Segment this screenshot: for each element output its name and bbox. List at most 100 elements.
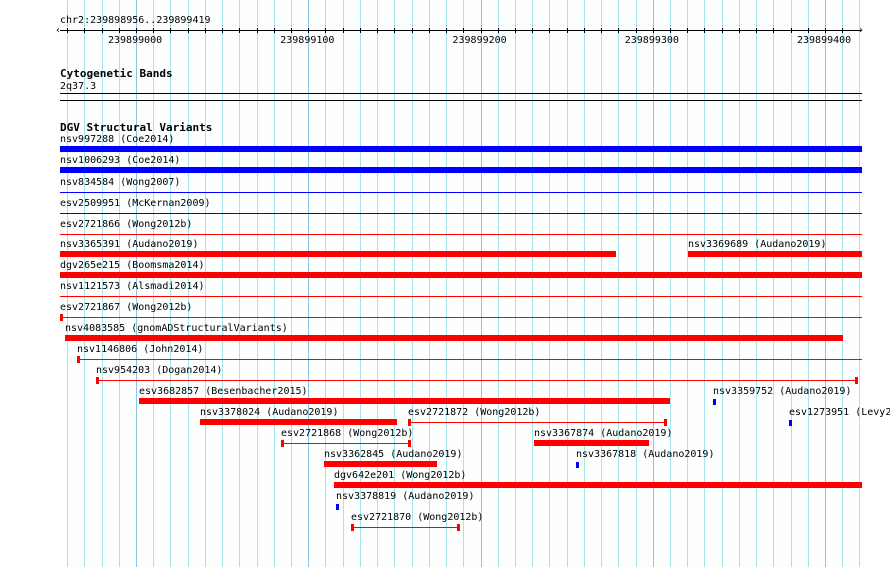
gridline (652, 0, 654, 567)
feature-bar[interactable] (139, 398, 670, 404)
feature-bar[interactable] (336, 504, 339, 510)
ruler-tick (825, 28, 826, 33)
ruler-tick (308, 28, 309, 33)
gridline (635, 0, 637, 567)
ruler-tick (84, 28, 85, 33)
ruler-tick (412, 28, 413, 33)
feature-label: esv1273951 (Levy2 (789, 407, 890, 418)
feature-bar[interactable] (60, 146, 862, 152)
gridline (170, 0, 172, 567)
gridline (411, 0, 413, 567)
gridline (394, 0, 396, 567)
feature-label: nsv3359752 (Audano2019) (713, 386, 852, 397)
gridline (687, 0, 689, 567)
feature-bar[interactable] (60, 234, 862, 235)
cytoband-line-bottom (60, 100, 862, 101)
feature-bar[interactable] (60, 192, 862, 193)
ruler-tick (170, 28, 171, 33)
feature-bar[interactable] (60, 251, 616, 257)
ruler-tick (377, 28, 378, 33)
feature-bar[interactable] (60, 272, 862, 278)
ruler-tick (584, 28, 585, 33)
feature-label: nsv954203 (Dogan2014) (96, 365, 223, 376)
ruler-tick (222, 28, 223, 33)
feature-bar[interactable] (60, 296, 862, 297)
ruler-tick (532, 28, 533, 33)
ruler-tick (515, 28, 516, 33)
gridline (618, 0, 620, 567)
feature-bar[interactable] (65, 335, 843, 341)
gridline (566, 0, 568, 567)
gridline (67, 0, 69, 567)
ruler-tick (567, 28, 568, 33)
gridline (549, 0, 551, 567)
feature-bar[interactable] (324, 461, 437, 467)
ruler-tick (446, 28, 447, 33)
feature-bar[interactable] (96, 380, 858, 381)
feature-bar[interactable] (534, 440, 649, 446)
cytoband-label: 2q37.3 (60, 81, 97, 92)
feature-label: nsv3378024 (Audano2019) (200, 407, 339, 418)
ruler-tick (618, 28, 619, 33)
ruler-tick (549, 28, 550, 33)
feature-bar[interactable] (60, 317, 862, 318)
gridline (153, 0, 155, 567)
ruler-tick (842, 28, 843, 33)
feature-label: esv2721870 (Wong2012b) (351, 512, 484, 523)
ruler-tick (394, 28, 395, 33)
gridline (187, 0, 189, 567)
feature-bar[interactable] (789, 420, 792, 426)
feature-label: nsv3378819 (Audano2019) (336, 491, 475, 502)
feature-label: nsv1121573 (Alsmadi2014) (60, 281, 205, 292)
gridline (256, 0, 258, 567)
ruler-tick (205, 28, 206, 33)
gridline (790, 0, 792, 567)
feature-bar[interactable] (200, 419, 397, 425)
feature-bar[interactable] (408, 422, 667, 423)
feature-bar[interactable] (351, 527, 460, 528)
feature-endcap (96, 377, 99, 384)
ruler-tick (274, 28, 275, 33)
gridline (738, 0, 740, 567)
feature-label: esv2721866 (Wong2012b) (60, 219, 193, 230)
ruler-tick (67, 28, 68, 33)
gridline (463, 0, 465, 567)
feature-bar[interactable] (576, 462, 579, 468)
feature-bar[interactable] (688, 251, 862, 257)
gridline (859, 0, 861, 567)
ruler-tick (756, 28, 757, 33)
feature-endcap (351, 524, 354, 531)
gridline (773, 0, 775, 567)
gridline (514, 0, 516, 567)
gridline (308, 0, 310, 567)
feature-bar[interactable] (60, 213, 862, 214)
gridline (428, 0, 430, 567)
ruler-tick (601, 28, 602, 33)
feature-bar[interactable] (77, 359, 862, 360)
feature-label: nsv3367818 (Audano2019) (576, 449, 715, 460)
ruler-tick (136, 28, 137, 33)
gridline (291, 0, 293, 567)
gridline (756, 0, 758, 567)
ruler-tick (704, 28, 705, 33)
ruler-tick (670, 28, 671, 33)
cytogenetic-bands-title: Cytogenetic Bands (60, 67, 173, 80)
gridline (377, 0, 379, 567)
feature-bar[interactable] (713, 399, 716, 405)
ruler-tick (429, 28, 430, 33)
feature-endcap (60, 314, 63, 321)
feature-bar[interactable] (281, 443, 411, 444)
ruler-tick (722, 28, 723, 33)
track-panel[interactable] (60, 0, 862, 567)
ruler-tick-label: 239899100 (280, 35, 335, 46)
feature-label: esv2721867 (Wong2012b) (60, 302, 193, 313)
gridline (669, 0, 671, 567)
feature-bar[interactable] (60, 167, 862, 173)
feature-endcap (855, 377, 858, 384)
feature-endcap (77, 356, 80, 363)
gridline (532, 0, 534, 567)
gridline (480, 0, 482, 567)
ruler-tick-label: 239899200 (452, 35, 507, 46)
gridline (704, 0, 706, 567)
feature-bar[interactable] (334, 482, 862, 488)
